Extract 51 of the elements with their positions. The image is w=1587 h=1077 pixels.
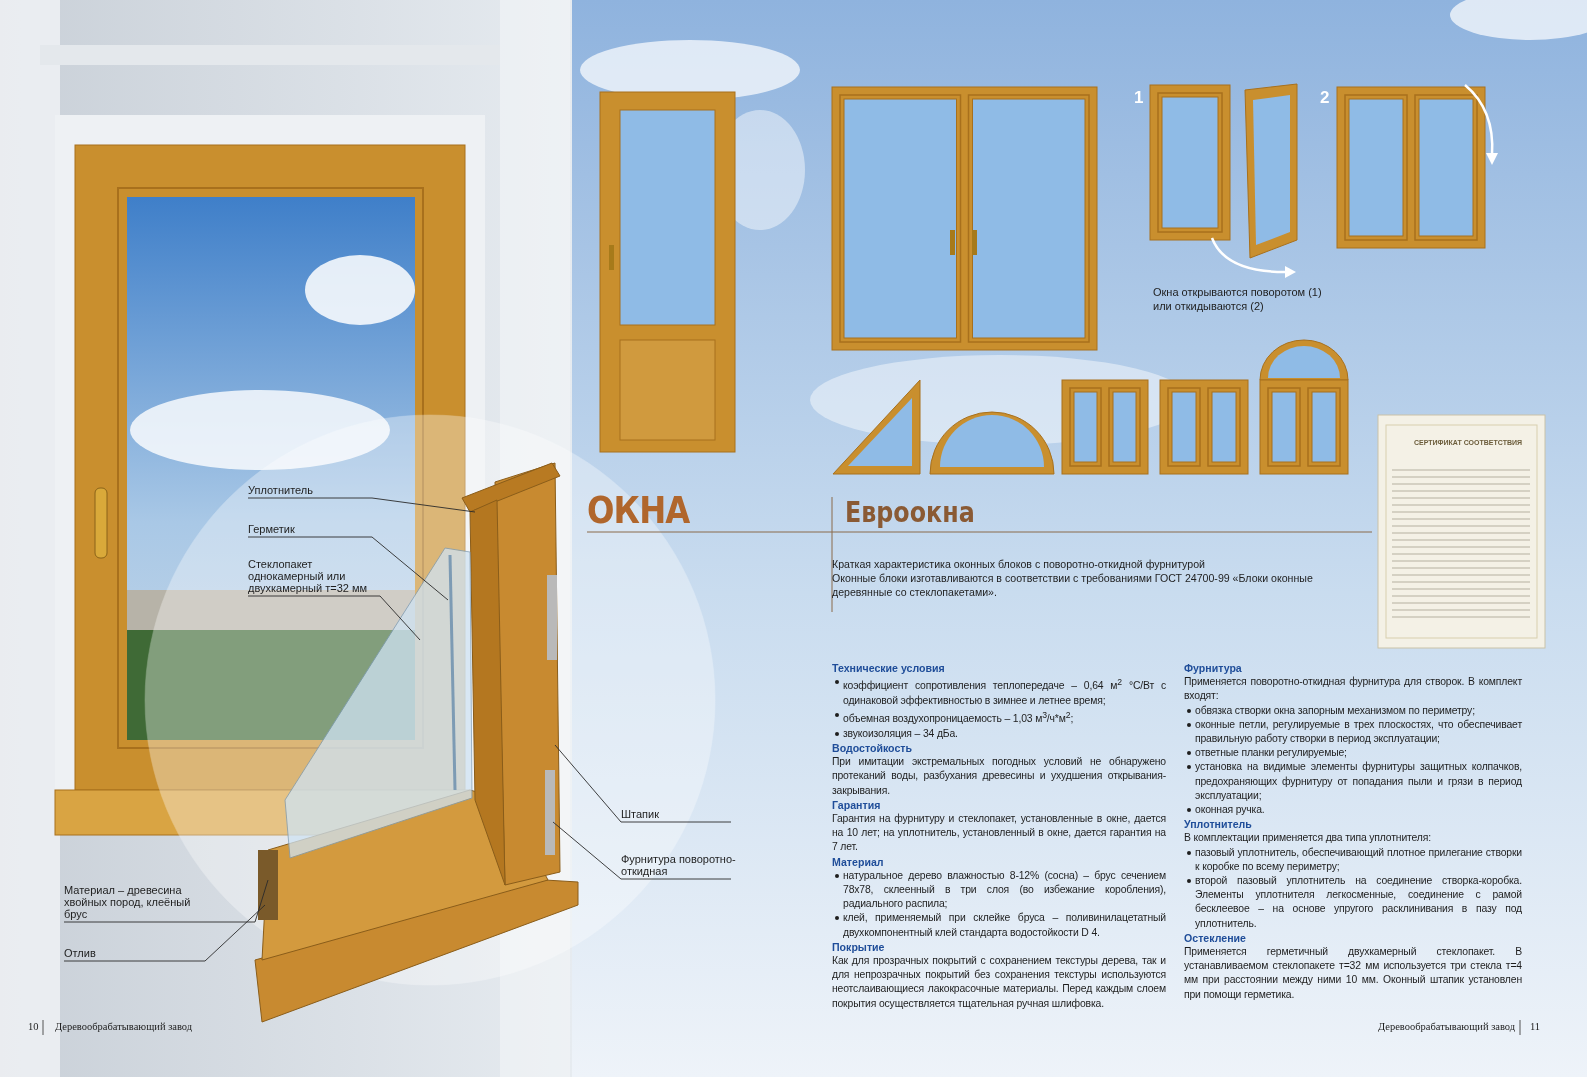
section-heading: Технические условия (832, 661, 946, 676)
leader-line (247, 497, 476, 513)
section-subtitle: Евроокна (845, 496, 975, 529)
callout-label: Штапик (621, 808, 731, 820)
image-caption: Окна открываются поворотом (1) или откидываются (2) (1153, 285, 1323, 313)
section-title: ОКНА (587, 488, 690, 532)
bullet-item: натуральное дерево влажностью 8-12% (сосна) – брус сечением 78х78, склеенный в три слоя (во избежание коробления), радиального распила; (843, 868, 1166, 912)
section-heading: Покрытие (832, 939, 886, 954)
section-heading: Уплотнитель (1184, 817, 1253, 832)
callout-label: Отлив (64, 947, 164, 959)
bullet-item: оконная ручка. (1195, 803, 1266, 818)
leader-line (63, 904, 266, 962)
section-heading: Материал (832, 854, 885, 869)
section-heading: Водостойкость (832, 740, 914, 756)
callout-label: Стеклопакет однокамерный или двухкамерный т=32 мм (248, 558, 378, 594)
bullet-item: пазовый уплотнитель, обеспечивающий плотное прилегание створки к коробке по всему периметру; (1195, 845, 1522, 874)
bullet-item: звукоизоляция – 34 дБа. (843, 726, 959, 741)
bullet-item: обвязка створки окна запорным механизмом по периметру; (1195, 703, 1476, 718)
paragraph: Как для прозрачных покрытий с сохранением текстуры дерева, так и для непрозрачных покрытий без сохранения текстуры используются неотслаивающиеся лакокрасочные материалы. Перед каждым слоем покрытия осуществляется тщательная ручная шлифовка. (832, 954, 1166, 1011)
leader-line (552, 821, 732, 880)
intro-text: Краткая характеристика оконных блоков с поворотно-откидной фурнитурой (832, 557, 1206, 571)
paragraph: При имитации экстремальных погодных условий не обнаружено протеканий воды, разбухания древесины и ухудшения открывания-закрывания. (832, 755, 1166, 798)
section-heading: Гарантия (832, 797, 882, 812)
bullet-item: клей, применяемый при склейке бруса – поливинилацетатный двухкомпонентный клей стандарта водостойкости D 4. (843, 911, 1166, 940)
callout-label: Материал – древесина хвойных пород, клеёный брус (64, 884, 194, 920)
bullet-item: коэффициент сопротивления теплопередаче – 0,64 м$^{2}$ °С/Вт с одинаковой эффективностью в зимнее и летнее время; (843, 676, 1166, 708)
leader-line (247, 595, 421, 641)
step-number: 2 (1320, 88, 1330, 108)
paragraph: Гарантия на фурнитуру и стеклопакет, установленные в окне, дается на 10 лет; на уплотнитель, установленный в окне, дается гарантия на 7 лет. (832, 811, 1166, 855)
leader-line (63, 879, 269, 923)
leader-line (247, 536, 449, 601)
intro-text: Оконные блоки изготавливаются в соответствии с требованиями ГОСТ 24700-99 «Блоки оконные деревянные со стеклопакетами». (832, 571, 1314, 599)
page-number: 11 (1530, 1021, 1541, 1032)
callout-label: Уплотнитель (248, 484, 368, 496)
paragraph: Применяется герметичный двухкамерный стеклопакет. В устанавливаемом стеклопакете т=32 мм используется три стекла т=4 мм при расстоянии между ними 10 мм. Оконный штапик установлен при помощи герметика. (1184, 945, 1522, 1002)
bullet-item: объемная воздухопроницаемость – 1,03 м$^{3}$/ч*м$^{2}$; (843, 709, 1075, 727)
section-heading: Остекление (1184, 930, 1247, 946)
page-number: 10 (28, 1021, 39, 1032)
paragraph: В комплектации применяется два типа уплотнителя: (1184, 831, 1432, 846)
callout-label: Герметик (248, 523, 368, 535)
step-number: 1 (1134, 88, 1144, 108)
footer-text: Деревообрабатывающий завод (1378, 1021, 1516, 1032)
section-heading: Фурнитура (1184, 661, 1243, 676)
bullet-item: оконные петли, регулируемые в трех плоскостях, что обеспечивает правильную работу створки в период эксплуатации; (1195, 717, 1522, 746)
bullet-item: ответные планки регулируемые; (1195, 746, 1348, 761)
callout-label: Фурнитура поворотно-откидная (621, 853, 741, 877)
bullet-item: установка на видимые элементы фурнитуры защитных колпачков, предохраняющих фурнитуру от попадания пыли и грязи в период эксплуатации; (1195, 760, 1522, 803)
bullet-item: второй пазовый уплотнитель на соединение створка-коробка. Элементы уплотнителя легкосменные, соединение с рамой бесклеевое – на основе упругого расклинивания в пазу под уплотнитель. (1195, 874, 1522, 931)
leader-line (554, 744, 732, 823)
paragraph: Применяется поворотно-откидная фурнитура для створок. В комплект входят: (1184, 675, 1522, 704)
footer-text: Деревообрабатывающий завод (55, 1021, 193, 1032)
